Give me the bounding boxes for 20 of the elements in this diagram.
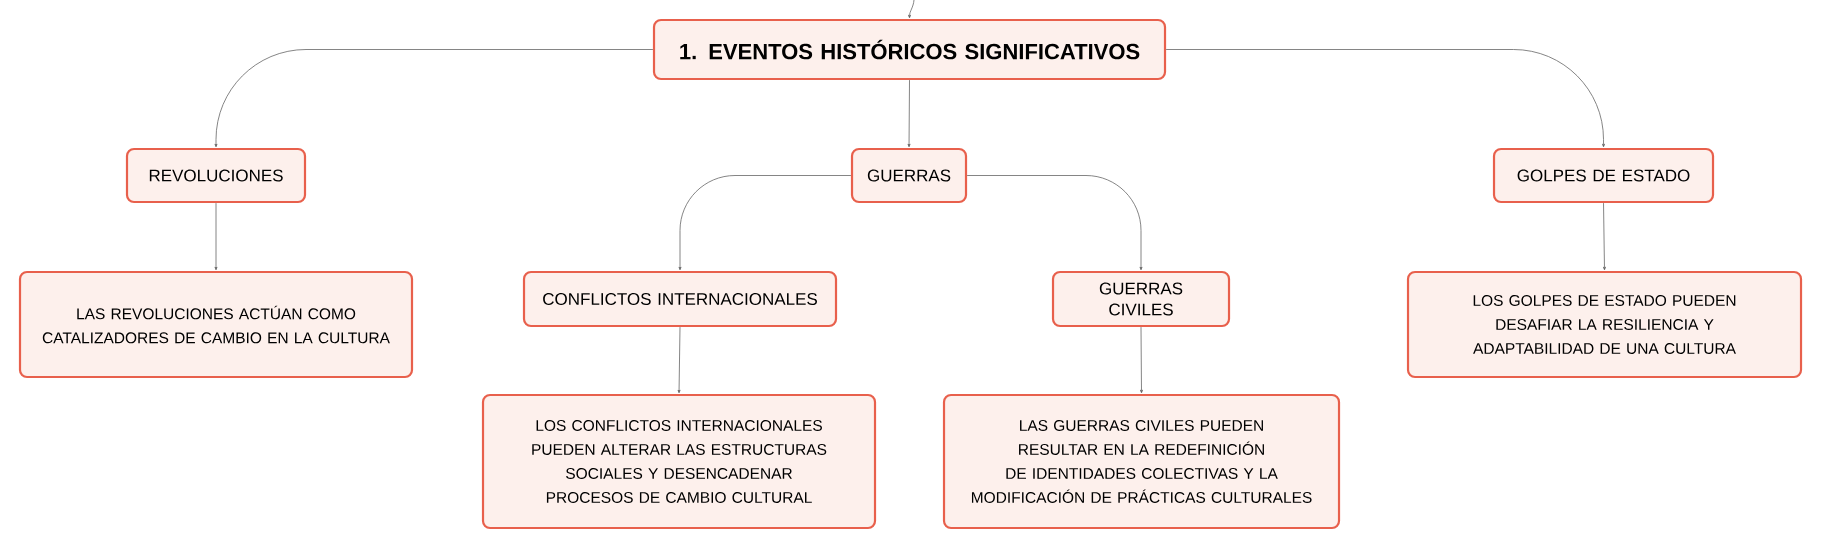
- arrow: [907, 79, 911, 148]
- arrow: [1602, 202, 1606, 271]
- arrow: [1165, 49, 1605, 148]
- topic-box: GUERRAS CIVILES: [1051, 270, 1231, 328]
- arrow: [214, 49, 654, 148]
- arrow: [1140, 326, 1143, 394]
- description-box: LAS GUERRAS CIVILES PUEDEN RESULTAR EN LA REDEFINICIÓN DE IDENTIDADES COLECTIVAS Y LA MODIFICACIÓN DE PRÁCTICAS CULTURALES: [942, 393, 1341, 530]
- central-topic-box: 1. EVENTOS HISTÓRICOS SIGNIFICATIVOS: [652, 18, 1167, 81]
- topic-box: GUERRAS: [850, 147, 968, 204]
- arrow: [678, 175, 852, 271]
- arrow: [908, 0, 915, 19]
- topic-box: REVOLUCIONES: [125, 147, 307, 204]
- topic-box: GOLPES DE ESTADO: [1492, 147, 1715, 204]
- arrow: [214, 202, 218, 271]
- description-box: LAS REVOLUCIONES ACTÚAN COMO CATALIZADORES DE CAMBIO EN LA CULTURA: [18, 270, 414, 379]
- description-box: LOS GOLPES DE ESTADO PUEDEN DESAFIAR LA RESILIENCIA Y ADAPTABILIDAD DE UNA CULTURA: [1406, 270, 1803, 379]
- description-box: LOS CONFLICTOS INTERNACIONALES PUEDEN ALTERAR LAS ESTRUCTURAS SOCIALES Y DESENCADENAR PROCESOS DE CAMBIO CULTURAL: [481, 393, 877, 530]
- arrow: [677, 326, 681, 394]
- topic-box: CONFLICTOS INTERNACIONALES: [522, 270, 838, 328]
- arrow: [966, 175, 1143, 271]
